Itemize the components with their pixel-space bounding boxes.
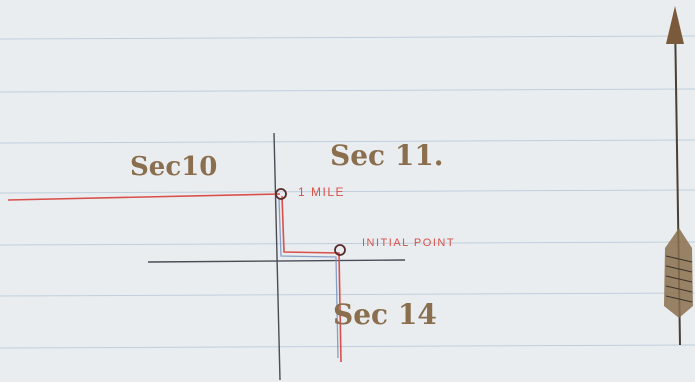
one-mile-line [7,193,281,201]
initial-point-marker [334,244,346,256]
section-line-horizontal [147,259,406,263]
section-10-label: Sec10 [130,152,217,182]
section-line-vertical [273,132,281,381]
one-mile-label: 1 MILE [298,185,345,199]
ruled-lines [0,35,695,349]
section-14-label: Sec 14 [333,298,437,331]
north-arrow-icon [664,6,693,346]
section-11-label: Sec 11. [330,139,444,172]
survey-path [281,195,342,363]
one-mile-marker [275,188,287,200]
survey-path-shadow [278,198,339,359]
initial-point-label: INITIAL POINT [362,237,455,249]
